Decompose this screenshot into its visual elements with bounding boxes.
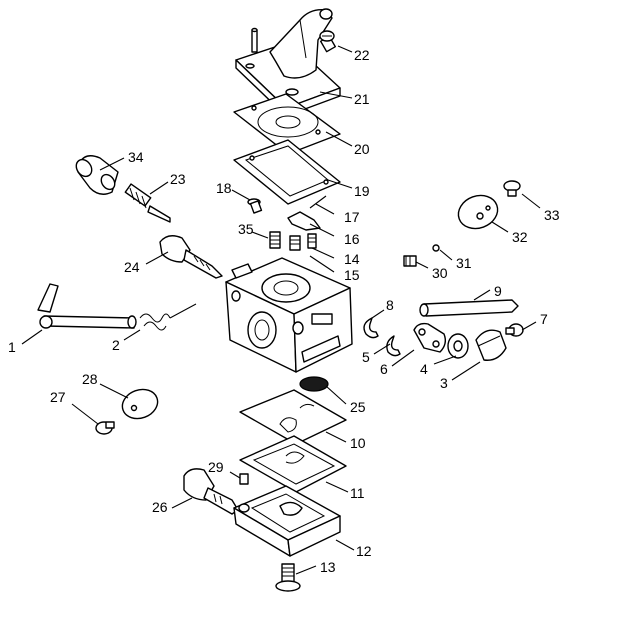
callout-13: 13 bbox=[320, 559, 336, 575]
callout-22: 22 bbox=[354, 47, 370, 63]
part-16-lever bbox=[287, 211, 321, 231]
part-15-carburetor-body bbox=[225, 257, 353, 373]
part-25-filter-screen bbox=[299, 376, 329, 392]
callout-29: 29 bbox=[208, 459, 224, 475]
part-21-pump-cover bbox=[235, 8, 341, 117]
callout-26: 26 bbox=[152, 499, 168, 515]
part-1-shaft-lever bbox=[37, 283, 137, 329]
callout-1: 1 bbox=[8, 339, 16, 355]
callout-labels: 22 21 20 34 23 19 18 17 16 35 14 33 32 1… bbox=[8, 47, 560, 575]
part-20-pump-diaphragm bbox=[233, 93, 341, 155]
part-10-diaphragm bbox=[239, 389, 347, 445]
callout-31: 31 bbox=[456, 255, 472, 271]
part-31-ball bbox=[432, 244, 440, 252]
part-33-screw bbox=[503, 180, 521, 197]
callout-15: 15 bbox=[344, 267, 360, 283]
callout-24: 24 bbox=[124, 259, 140, 275]
part-13-screw bbox=[275, 563, 301, 592]
callout-11: 11 bbox=[350, 485, 365, 501]
callout-9: 9 bbox=[494, 283, 502, 299]
part-30-spring bbox=[403, 255, 417, 267]
callout-16: 16 bbox=[344, 231, 360, 247]
callout-7: 7 bbox=[540, 311, 548, 327]
callout-21: 21 bbox=[354, 91, 370, 107]
part-3-knob bbox=[475, 329, 507, 361]
part-6-lever bbox=[413, 322, 447, 353]
callout-30: 30 bbox=[432, 265, 448, 281]
part-12-cover bbox=[233, 485, 341, 557]
callout-35: 35 bbox=[238, 221, 254, 237]
part-29-jet bbox=[239, 473, 249, 485]
part-18-screw bbox=[247, 198, 263, 214]
callout-20: 20 bbox=[354, 141, 370, 157]
part-24-needle bbox=[159, 235, 223, 279]
callout-3: 3 bbox=[440, 375, 448, 391]
callout-27: 27 bbox=[50, 389, 66, 405]
callout-4: 4 bbox=[420, 361, 428, 377]
callout-34: 34 bbox=[128, 149, 144, 165]
part-35-spring bbox=[269, 231, 281, 249]
part-14-spring bbox=[289, 233, 317, 251]
part-27-screw bbox=[95, 421, 115, 435]
part-32-plate bbox=[457, 194, 499, 230]
part-7-screw bbox=[505, 323, 524, 337]
callout-6: 6 bbox=[380, 361, 388, 377]
part-23-adjusting-screw bbox=[124, 183, 171, 223]
part-8-clip bbox=[363, 317, 379, 339]
callout-17: 17 bbox=[344, 209, 360, 225]
callout-12: 12 bbox=[356, 543, 372, 559]
part-2-spring bbox=[139, 303, 197, 331]
part-11-gasket bbox=[239, 435, 347, 493]
part-26-needle bbox=[183, 468, 239, 515]
callout-5: 5 bbox=[362, 349, 370, 365]
part-17-pin bbox=[309, 195, 327, 209]
callout-18: 18 bbox=[216, 180, 232, 196]
callout-23: 23 bbox=[170, 171, 186, 187]
callout-10: 10 bbox=[350, 435, 366, 451]
callout-14: 14 bbox=[344, 251, 360, 267]
part-9-shaft bbox=[419, 299, 519, 317]
leader-lines bbox=[21, 45, 541, 575]
callout-28: 28 bbox=[82, 371, 98, 387]
callout-33: 33 bbox=[544, 207, 560, 223]
callout-2: 2 bbox=[112, 337, 120, 353]
callout-19: 19 bbox=[354, 183, 370, 199]
callout-8: 8 bbox=[386, 297, 394, 313]
part-4-washer bbox=[447, 333, 469, 359]
part-5-clip bbox=[386, 335, 401, 357]
part-28-plate bbox=[121, 388, 159, 420]
part-19-gasket bbox=[233, 139, 341, 205]
part-22-screw bbox=[319, 30, 337, 53]
part-34-cap bbox=[75, 155, 119, 195]
callout-32: 32 bbox=[512, 229, 528, 245]
callout-25: 25 bbox=[350, 399, 366, 415]
